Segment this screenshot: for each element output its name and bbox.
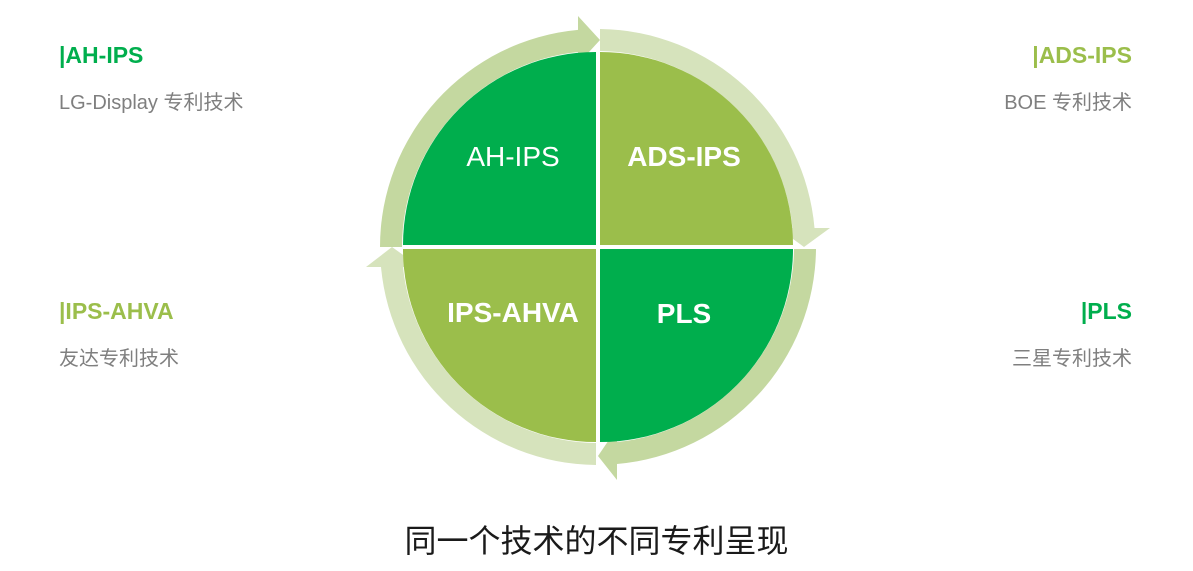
- label-title: |IPS-AHVA: [59, 298, 174, 324]
- quadrant-ah-ips: AH-IPS: [403, 52, 596, 245]
- label-subtitle: BOE 专利技术: [1004, 92, 1132, 114]
- label-pls: |PLS 三星专利技术: [1012, 297, 1132, 372]
- quadrant-ads-ips: ADS-IPS: [600, 52, 793, 245]
- label-title: |ADS-IPS: [1032, 42, 1132, 68]
- label-ah-ips: |AH-IPS LG-Display 专利技术: [59, 41, 243, 116]
- label-subtitle: 三星专利技术: [1012, 348, 1132, 370]
- quadrant-label: PLS: [657, 298, 711, 329]
- arrow-ring-top-left: [380, 16, 600, 247]
- quadrant-label: IPS-AHVA: [447, 297, 579, 328]
- label-ads-ips: |ADS-IPS BOE 专利技术: [1004, 41, 1132, 116]
- label-title: |AH-IPS: [59, 42, 144, 68]
- arrow-ring-bottom-right: [598, 249, 816, 480]
- quadrant-pls: PLS: [600, 249, 793, 442]
- quadrant-label: AH-IPS: [466, 141, 559, 172]
- diagram-caption: 同一个技术的不同专利呈现: [404, 522, 789, 560]
- label-title: |PLS: [1080, 298, 1132, 324]
- label-subtitle: 友达专利技术: [59, 348, 179, 370]
- label-ips-ahva: |IPS-AHVA 友达专利技术: [59, 297, 179, 372]
- quadrant-label: ADS-IPS: [627, 141, 741, 172]
- arrow-ring-bottom-left: [366, 247, 596, 465]
- quadrant-ips-ahva: IPS-AHVA: [403, 249, 596, 442]
- arrow-ring-top-right: [600, 29, 830, 247]
- label-subtitle: LG-Display 专利技术: [59, 92, 244, 114]
